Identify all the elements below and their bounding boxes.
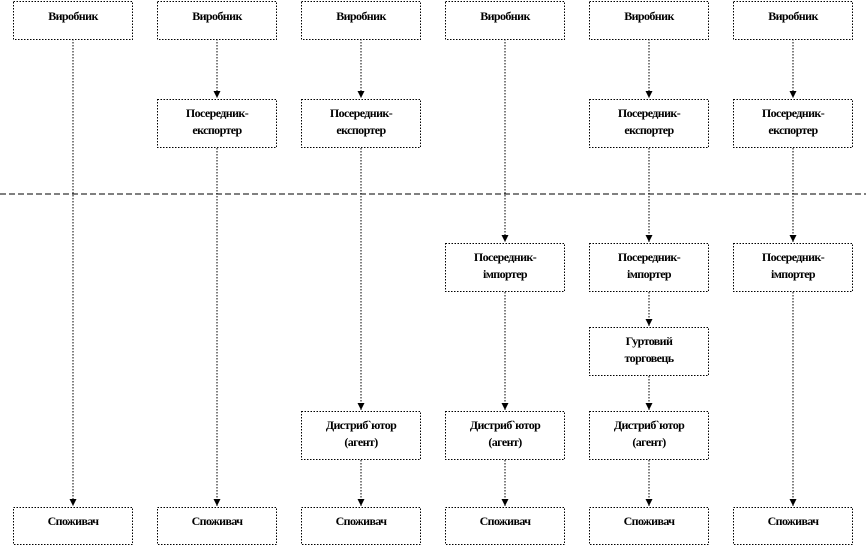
exporter-label-6-line2: експортер bbox=[768, 123, 818, 137]
distributor-label-3-line1: Дистриб`ютор bbox=[326, 418, 397, 432]
producer-label-5: Виробник bbox=[624, 9, 674, 23]
importer-box-6 bbox=[733, 243, 853, 292]
producer-box-1 bbox=[13, 1, 133, 40]
producer-label-6: Виробник bbox=[768, 9, 818, 23]
exporter-box-3 bbox=[301, 99, 421, 148]
boxes bbox=[13, 1, 853, 545]
wholesaler-label-5-line1: Гуртовий bbox=[626, 334, 673, 348]
consumer-label-2: Споживач bbox=[192, 514, 244, 528]
exporter-box-6 bbox=[733, 99, 853, 148]
consumer-label-3: Споживач bbox=[336, 514, 388, 528]
consumer-label-5: Споживач bbox=[624, 514, 676, 528]
arrows bbox=[69, 39, 797, 506]
producer-box-2 bbox=[157, 1, 277, 40]
exporter-label-3-line2: експортер bbox=[336, 123, 386, 137]
consumer-box-1 bbox=[13, 507, 133, 545]
importer-label-5-line2: імпортер bbox=[627, 267, 672, 281]
producer-label-2: Виробник bbox=[192, 9, 242, 23]
exporter-label-5-line2: експортер bbox=[624, 123, 674, 137]
producer-box-6 bbox=[733, 1, 853, 40]
exporter-label-3-line1: Посередник- bbox=[330, 106, 393, 120]
importer-box-4 bbox=[445, 243, 565, 292]
importer-label-4-line1: Посередник- bbox=[474, 250, 537, 264]
wholesaler-box-5 bbox=[589, 327, 709, 376]
exporter-label-2-line1: Посередник- bbox=[186, 106, 249, 120]
consumer-box-5 bbox=[589, 507, 709, 545]
producer-label-3: Виробник bbox=[336, 9, 386, 23]
importer-label-4-line2: імпортер bbox=[483, 267, 528, 281]
distributor-label-3-line2: (агент) bbox=[344, 435, 378, 449]
importer-box-5 bbox=[589, 243, 709, 292]
consumer-box-3 bbox=[301, 507, 421, 545]
producer-label-1: Виробник bbox=[48, 9, 98, 23]
wholesaler-label-5-line2: торговець bbox=[625, 351, 675, 365]
consumer-label-4: Споживач bbox=[480, 514, 532, 528]
distributor-box-3 bbox=[301, 411, 421, 460]
consumer-box-2 bbox=[157, 507, 277, 545]
distributor-box-4 bbox=[445, 411, 565, 460]
consumer-label-6: Споживач bbox=[768, 514, 820, 528]
distributor-label-4-line1: Дистриб`ютор bbox=[470, 418, 541, 432]
exporter-label-2-line2: експортер bbox=[192, 123, 242, 137]
exporter-box-2 bbox=[157, 99, 277, 148]
distributor-label-4-line2: (агент) bbox=[488, 435, 522, 449]
producer-box-5 bbox=[589, 1, 709, 40]
labels: Виробник Виробник Виробник Виробник Виро… bbox=[48, 9, 826, 528]
producer-label-4: Виробник bbox=[480, 9, 530, 23]
consumer-box-6 bbox=[733, 507, 853, 545]
producer-box-3 bbox=[301, 1, 421, 40]
consumer-label-1: Споживач bbox=[48, 514, 100, 528]
distributor-box-5 bbox=[589, 411, 709, 460]
exporter-box-5 bbox=[589, 99, 709, 148]
importer-label-6-line1: Посередник- bbox=[762, 250, 825, 264]
distributor-label-5-line2: (агент) bbox=[632, 435, 666, 449]
distributor-label-5-line1: Дистриб`ютор bbox=[614, 418, 685, 432]
importer-label-6-line2: імпортер bbox=[771, 267, 816, 281]
exporter-label-5-line1: Посередник- bbox=[618, 106, 681, 120]
importer-label-5-line1: Посередник- bbox=[618, 250, 681, 264]
consumer-box-4 bbox=[445, 507, 565, 545]
exporter-label-6-line1: Посередник- bbox=[762, 106, 825, 120]
producer-box-4 bbox=[445, 1, 565, 40]
